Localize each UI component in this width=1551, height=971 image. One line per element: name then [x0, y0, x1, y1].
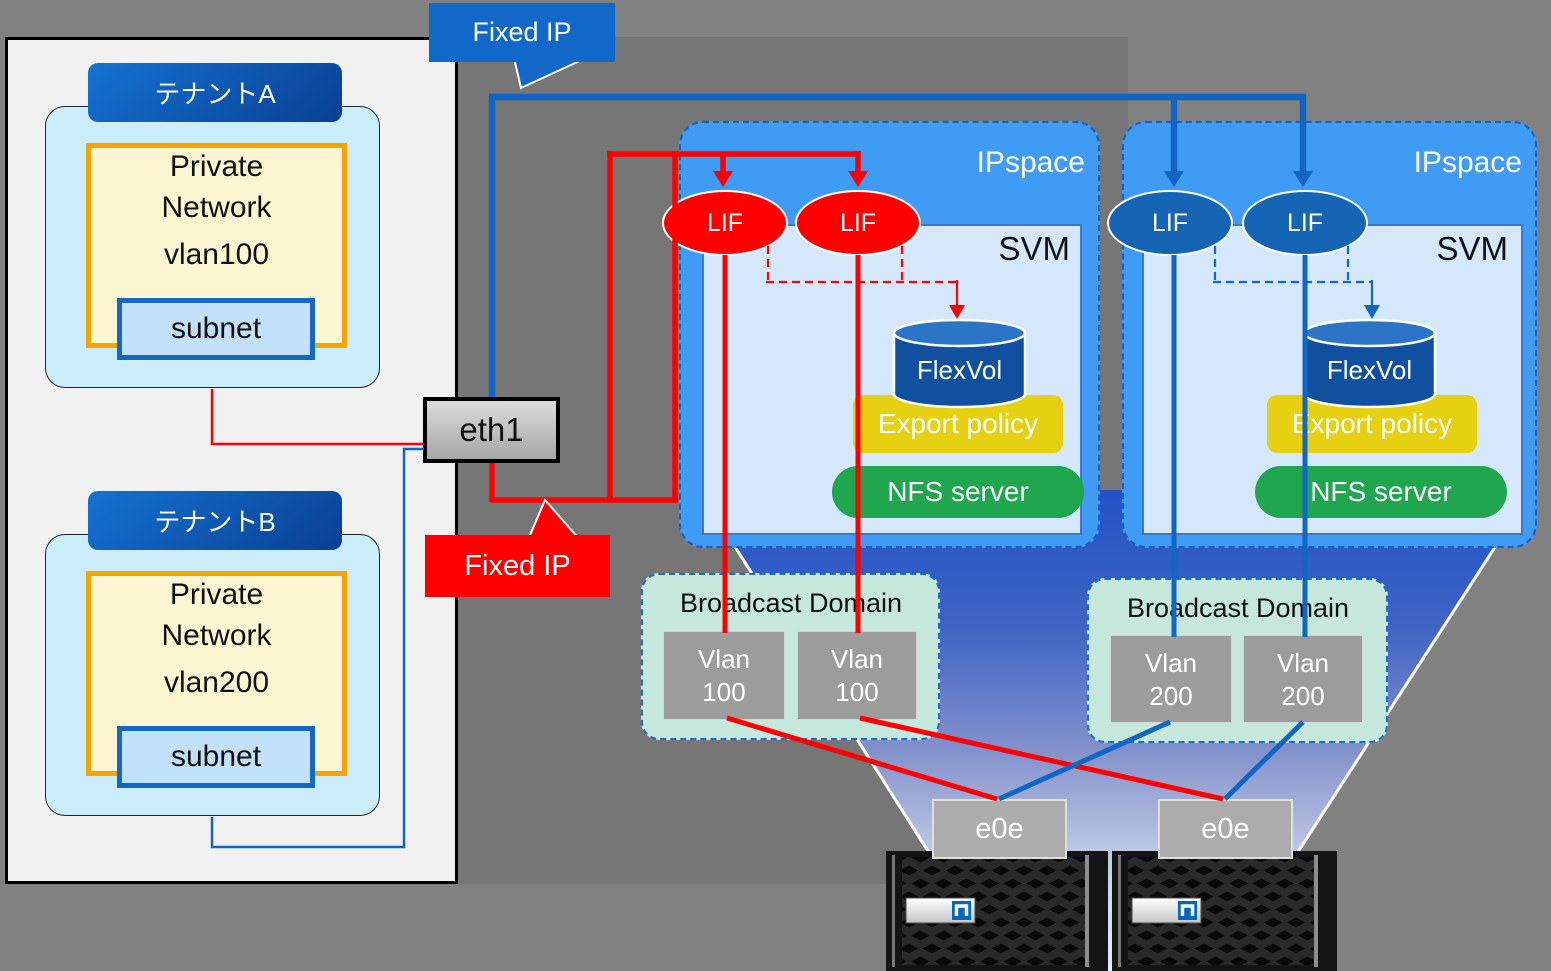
fixed-ip-callout-red: Fixed IP [425, 535, 610, 597]
netapp-logo [1131, 897, 1202, 924]
fixed-ip-callout-blue: Fixed IP [429, 3, 615, 62]
tenant-b-network-line2: Network [161, 619, 272, 652]
netapp-logo [905, 897, 976, 924]
tenant-b-header: テナントB [88, 491, 342, 550]
ipspace1-nfs-server: NFS server [832, 466, 1084, 518]
fixed-ip-callout-red-label: Fixed IP [464, 549, 571, 582]
ipspace1-flexvol-cylinder [892, 318, 1027, 409]
eth1-interface-box: eth1 [423, 397, 560, 463]
e0e-port-2-label: e0e [1201, 812, 1250, 845]
vlan-label-line1: Vlan [1276, 648, 1330, 678]
vlan-label-line2: 200 [1149, 681, 1193, 711]
vlan-label-line2: 200 [1281, 681, 1325, 711]
ipspace1-lif1-label: LIF [706, 208, 744, 237]
broadcast-domain1-vlan-port1: Vlan 100 [663, 631, 785, 720]
ipspace2-nfs-server-label: NFS server [1310, 476, 1452, 507]
vlan-label-line2: 100 [835, 677, 879, 707]
ipspace2-lif1-label: LIF [1151, 208, 1189, 237]
ipspace2-lif2-label: LIF [1286, 208, 1324, 237]
tenant-a-subnet-label: subnet [170, 312, 262, 345]
storage-array-1 [886, 851, 1108, 971]
broadcast-domain1-label: Broadcast Domain [679, 588, 903, 618]
ipspace1-lif2: LIF [795, 190, 921, 256]
broadcast-domain2-label: Broadcast Domain [1126, 593, 1350, 623]
e0e-port-1: e0e [932, 799, 1067, 859]
e0e-port-1-label: e0e [975, 812, 1024, 845]
fixed-ip-callout-blue-label: Fixed IP [472, 17, 572, 47]
ipspace2-flexvol-label: FlexVol [1326, 355, 1413, 385]
broadcast-domain1-vlan-port2: Vlan 100 [797, 631, 917, 720]
eth1-label: eth1 [459, 411, 524, 448]
ipspace1-export-policy-label: Export policy [877, 408, 1039, 439]
ipspace1-lif2-label: LIF [839, 208, 877, 237]
ipspace2-export-policy: Export policy [1267, 395, 1477, 453]
ipspace2-lif2: LIF [1242, 190, 1368, 256]
vlan-label-line1: Vlan [1144, 648, 1198, 678]
vlan-label-line1: Vlan [697, 644, 751, 674]
ipspace1-nfs-server-label: NFS server [887, 476, 1029, 507]
e0e-port-2: e0e [1158, 799, 1293, 859]
tenant-a-header: テナントA [88, 63, 342, 122]
tenant-a-vlan-label: vlan100 [163, 238, 270, 271]
broadcast-domain2-vlan-port2: Vlan 200 [1243, 635, 1363, 723]
ipspace2-export-policy-label: Export policy [1291, 408, 1453, 439]
tenant-a-subnet-box: subnet [117, 298, 315, 360]
ipspace2-svm-label: SVM [1436, 230, 1508, 267]
ipspace1-lif1: LIF [662, 190, 788, 256]
ipspace2-flexvol-cylinder [1302, 318, 1437, 409]
ipspace2-lif1: LIF [1107, 190, 1233, 256]
tenant-b-subnet-box: subnet [117, 726, 315, 788]
ipspace2-label: IPspace [1413, 146, 1522, 179]
tenant-a-network-line2: Network [161, 191, 272, 224]
ipspace1-label: IPspace [976, 146, 1085, 179]
storage-array-2 [1112, 851, 1337, 971]
tenant-b-subnet-label: subnet [170, 740, 262, 773]
ipspace1-flexvol-label: FlexVol [916, 355, 1003, 385]
tenant-a-title: テナントA [154, 79, 276, 109]
tenant-b-vlan-label: vlan200 [163, 666, 270, 699]
vlan-label-line1: Vlan [830, 644, 884, 674]
tenant-a-network-line1: Private [169, 150, 264, 183]
tenant-b-title: テナントB [154, 507, 276, 537]
ipspace1-svm-label: SVM [998, 230, 1070, 267]
ipspace2-nfs-server: NFS server [1255, 466, 1507, 518]
broadcast-domain2-vlan-port1: Vlan 200 [1110, 635, 1232, 723]
tenant-b-network-line1: Private [169, 578, 264, 611]
vlan-label-line2: 100 [702, 677, 746, 707]
